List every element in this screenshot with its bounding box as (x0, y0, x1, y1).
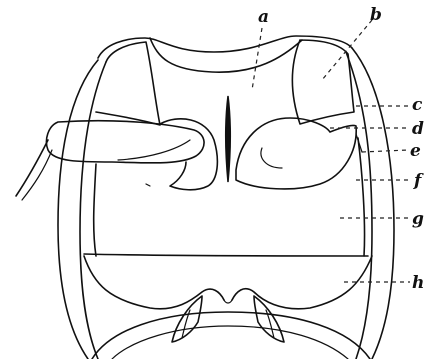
label-d: d (412, 119, 424, 139)
plate-left-upper (96, 42, 160, 125)
lower-plate-left (84, 256, 224, 309)
tick-mark (146, 184, 150, 186)
line-mid-right (358, 138, 365, 256)
bottom-rim (92, 312, 370, 359)
left-lobe (46, 121, 204, 163)
label-e: e (410, 141, 421, 161)
left-lobe-inner (118, 140, 190, 160)
bottom-rim-inner (112, 326, 348, 359)
label-h: h (412, 273, 424, 293)
leader-b (322, 20, 372, 80)
label-g: g (412, 209, 424, 229)
line-mid-left (94, 164, 96, 256)
collar-top (98, 36, 352, 58)
inner-wall-right (346, 52, 372, 359)
notch-center (224, 300, 232, 303)
antenna-2 (22, 150, 52, 200)
lower-plate-top (84, 254, 368, 256)
median-slit (226, 96, 231, 182)
label-a: a (258, 7, 269, 27)
coxa-right-curl (261, 148, 282, 168)
leader-a (252, 28, 262, 90)
label-c: c (412, 95, 423, 115)
inner-wall-left (80, 62, 106, 359)
label-f: f (413, 171, 424, 191)
label-b: b (370, 5, 382, 25)
lower-plate-right (232, 256, 372, 309)
coxa-right (236, 118, 356, 189)
collar-lower (150, 38, 302, 72)
